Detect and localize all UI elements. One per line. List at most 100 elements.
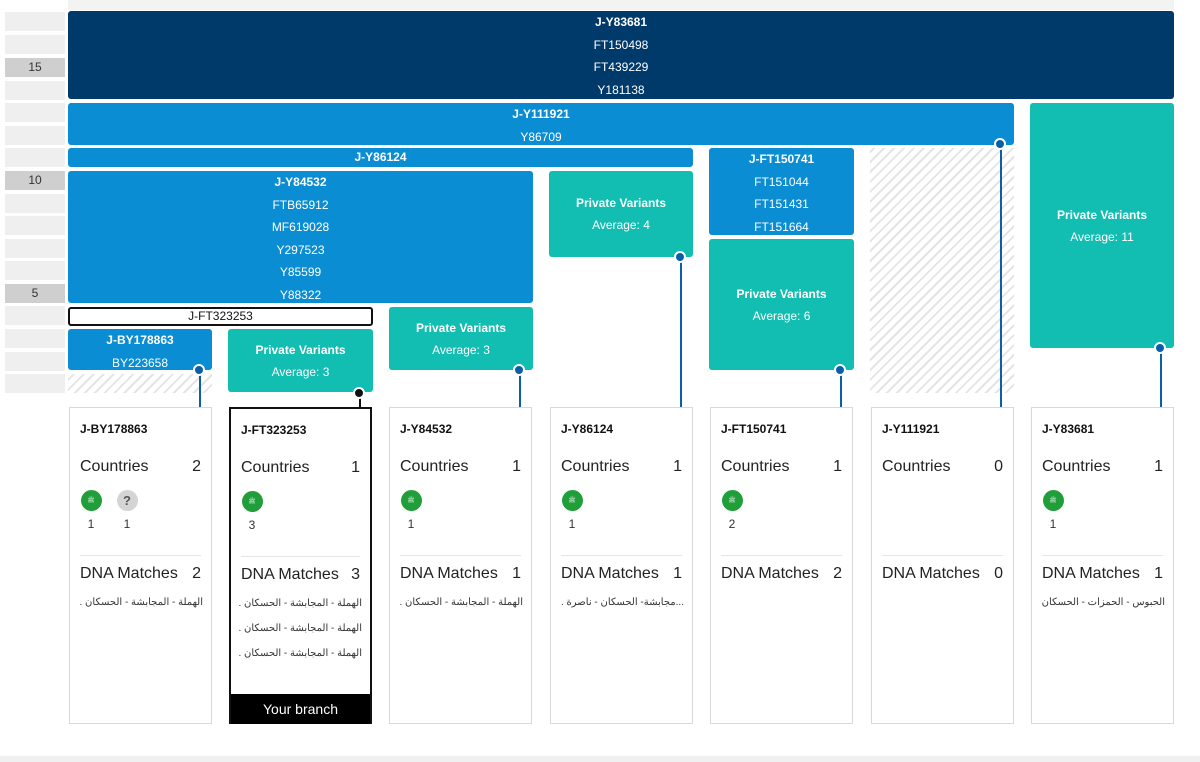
unknown-country-icon[interactable]: ? <box>116 490 138 511</box>
divider <box>80 555 201 556</box>
dna-matches-row: DNA Matches 1 <box>1042 565 1163 583</box>
branch-card-j-by178863[interactable]: J-BY178863 Countries 2 ﷺ 1 ? 1 DNA Match… <box>69 407 212 724</box>
private-variants-j-y86124[interactable]: Private Variants Average: 4 <box>549 171 693 257</box>
snp-label: Y297523 <box>276 242 325 257</box>
match-location[interactable]: الهملة - المجابشة - الحسكان . . <box>78 597 203 608</box>
countries-count: 1 <box>1154 458 1163 475</box>
connector-line <box>199 370 201 407</box>
connector-line <box>359 393 361 407</box>
block-j-ft150741[interactable]: J-FT150741 FT151044 FT151431 FT151664 <box>709 148 854 235</box>
country-flags: ﷺ 2 <box>721 490 743 531</box>
private-variants-average: Average: 3 <box>271 364 330 379</box>
country-flags: ﷺ 3 <box>241 491 263 532</box>
branch-card-j-ft150741[interactable]: J-FT150741 Countries 1 ﷺ 2 DNA Matches 2 <box>710 407 853 724</box>
branch-card-j-y83681[interactable]: J-Y83681 Countries 1 ﷺ 1 DNA Matches 1 ا… <box>1031 407 1174 724</box>
countries-label: Countries <box>400 458 469 475</box>
snp-label: FT151664 <box>754 219 809 234</box>
block-j-y86124[interactable]: J-Y86124 <box>68 148 693 167</box>
branch-node[interactable] <box>513 364 525 376</box>
block-j-y83681[interactable]: J-Y83681 FT150498 FT439229 Y181138 <box>68 11 1174 99</box>
divider <box>241 556 360 557</box>
saudi-flag-icon[interactable]: ﷺ <box>561 490 583 511</box>
match-location[interactable]: ...مجابشة- الحسكان - ناصرة . <box>560 597 684 608</box>
scale-row <box>5 103 65 122</box>
flag-item: ﷺ 2 <box>721 490 743 531</box>
countries-row: Countries 1 <box>561 458 682 476</box>
countries-count: 1 <box>512 458 521 475</box>
countries-label: Countries <box>561 458 630 475</box>
scale-row <box>5 35 65 54</box>
divider <box>721 555 842 556</box>
private-variants-average: Average: 11 <box>1070 229 1134 244</box>
saudi-flag-icon[interactable]: ﷺ <box>241 491 263 512</box>
dna-matches-label: DNA Matches <box>241 566 339 583</box>
match-locations: الهملة - المجابشة - الحسكان . الهملة - ا… <box>239 598 362 673</box>
match-location[interactable]: الهملة - المجابشة - الحسكان . <box>399 597 523 608</box>
dna-matches-row: DNA Matches 1 <box>561 565 682 583</box>
dna-matches-row: DNA Matches 2 <box>721 565 842 583</box>
saudi-flag-icon[interactable]: ﷺ <box>80 490 102 511</box>
private-variants-title: Private Variants <box>1056 207 1148 222</box>
empty-hatched-area <box>870 148 1014 393</box>
countries-row: Countries 1 <box>721 458 842 476</box>
block-title: J-FT150741 <box>748 152 815 166</box>
flag-item: ﷺ 1 <box>80 490 102 531</box>
divider <box>1042 555 1163 556</box>
saudi-flag-icon[interactable]: ﷺ <box>1042 490 1064 511</box>
snp-label: Y85599 <box>279 265 322 280</box>
private-variants-j-ft150741[interactable]: Private Variants Average: 6 <box>709 239 854 370</box>
scale-row <box>5 81 65 100</box>
private-variants-title: Private Variants <box>255 342 346 357</box>
private-variants-j-y83681[interactable]: Private Variants Average: 11 <box>1030 103 1174 348</box>
private-variants-average: Average: 6 <box>752 308 811 323</box>
private-variants-average: Average: 4 <box>592 218 650 232</box>
card-title: J-FT323253 <box>241 423 307 437</box>
countries-row: Countries 1 <box>1042 458 1163 476</box>
countries-count: 1 <box>833 458 842 475</box>
saudi-flag-icon[interactable]: ﷺ <box>400 490 422 511</box>
branch-card-j-y86124[interactable]: J-Y86124 Countries 1 ﷺ 1 DNA Matches 1 .… <box>550 407 693 724</box>
card-title: J-Y83681 <box>1042 422 1095 436</box>
flag-item: ﷺ 1 <box>400 490 422 531</box>
block-j-by178863[interactable]: J-BY178863 BY223658 <box>68 329 212 370</box>
match-location[interactable]: الحبوس - الحمزات - الحسكان . <box>1040 597 1165 608</box>
flag-count: 1 <box>87 517 95 531</box>
branch-card-j-ft323253[interactable]: J-FT323253 Countries 1 ﷺ 3 DNA Matches 3… <box>229 407 372 724</box>
countries-count: 1 <box>351 459 360 476</box>
flag-item: ﷺ 3 <box>241 491 263 532</box>
block-j-y84532[interactable]: J-Y84532 FTB65912 MF619028 Y297523 Y8559… <box>68 171 533 303</box>
snp-label: FT439229 <box>593 60 649 75</box>
branch-node[interactable] <box>353 387 365 399</box>
branch-node[interactable] <box>1154 342 1166 354</box>
snp-label: Y181138 <box>597 82 645 97</box>
countries-row: Countries 2 <box>80 458 201 476</box>
branch-card-j-y84532[interactable]: J-Y84532 Countries 1 ﷺ 1 DNA Matches 1 ا… <box>389 407 532 724</box>
block-j-ft323253[interactable]: J-FT323253 <box>68 307 373 326</box>
branch-node[interactable] <box>994 138 1006 150</box>
snp-label: MF619028 <box>271 220 330 235</box>
private-variants-j-y84532[interactable]: Private Variants Average: 3 <box>389 307 533 370</box>
branch-node[interactable] <box>674 251 686 263</box>
connector-line <box>1160 348 1162 407</box>
branch-node[interactable] <box>834 364 846 376</box>
block-j-y111921[interactable]: J-Y111921 Y86709 <box>68 103 1014 145</box>
scale-row <box>5 306 65 325</box>
match-location[interactable]: الهملة - المجابشة - الحسكان . <box>239 623 362 634</box>
match-location[interactable]: الهملة - المجابشة - الحسكان . <box>239 598 362 609</box>
private-variants-title: Private Variants <box>575 196 667 210</box>
match-location[interactable]: الهملة - المجابشة - الحسكان . <box>239 648 362 659</box>
dna-matches-count: 2 <box>192 565 201 582</box>
match-locations: الحبوس - الحمزات - الحسكان . <box>1040 597 1165 622</box>
branch-card-j-y111921[interactable]: J-Y111921 Countries 0 DNA Matches 0 <box>871 407 1014 724</box>
card-title: J-Y86124 <box>561 422 614 436</box>
snp-label: FT151431 <box>754 197 809 212</box>
countries-count: 1 <box>673 458 682 475</box>
scale-row <box>5 374 65 393</box>
divider <box>400 555 521 556</box>
branch-node[interactable] <box>193 364 205 376</box>
dna-matches-count: 1 <box>673 565 682 582</box>
match-locations: ...مجابشة- الحسكان - ناصرة . <box>559 597 684 622</box>
private-variants-j-ft323253[interactable]: Private Variants Average: 3 <box>228 329 373 392</box>
dna-matches-count: 1 <box>1154 565 1163 582</box>
saudi-flag-icon[interactable]: ﷺ <box>721 490 743 511</box>
